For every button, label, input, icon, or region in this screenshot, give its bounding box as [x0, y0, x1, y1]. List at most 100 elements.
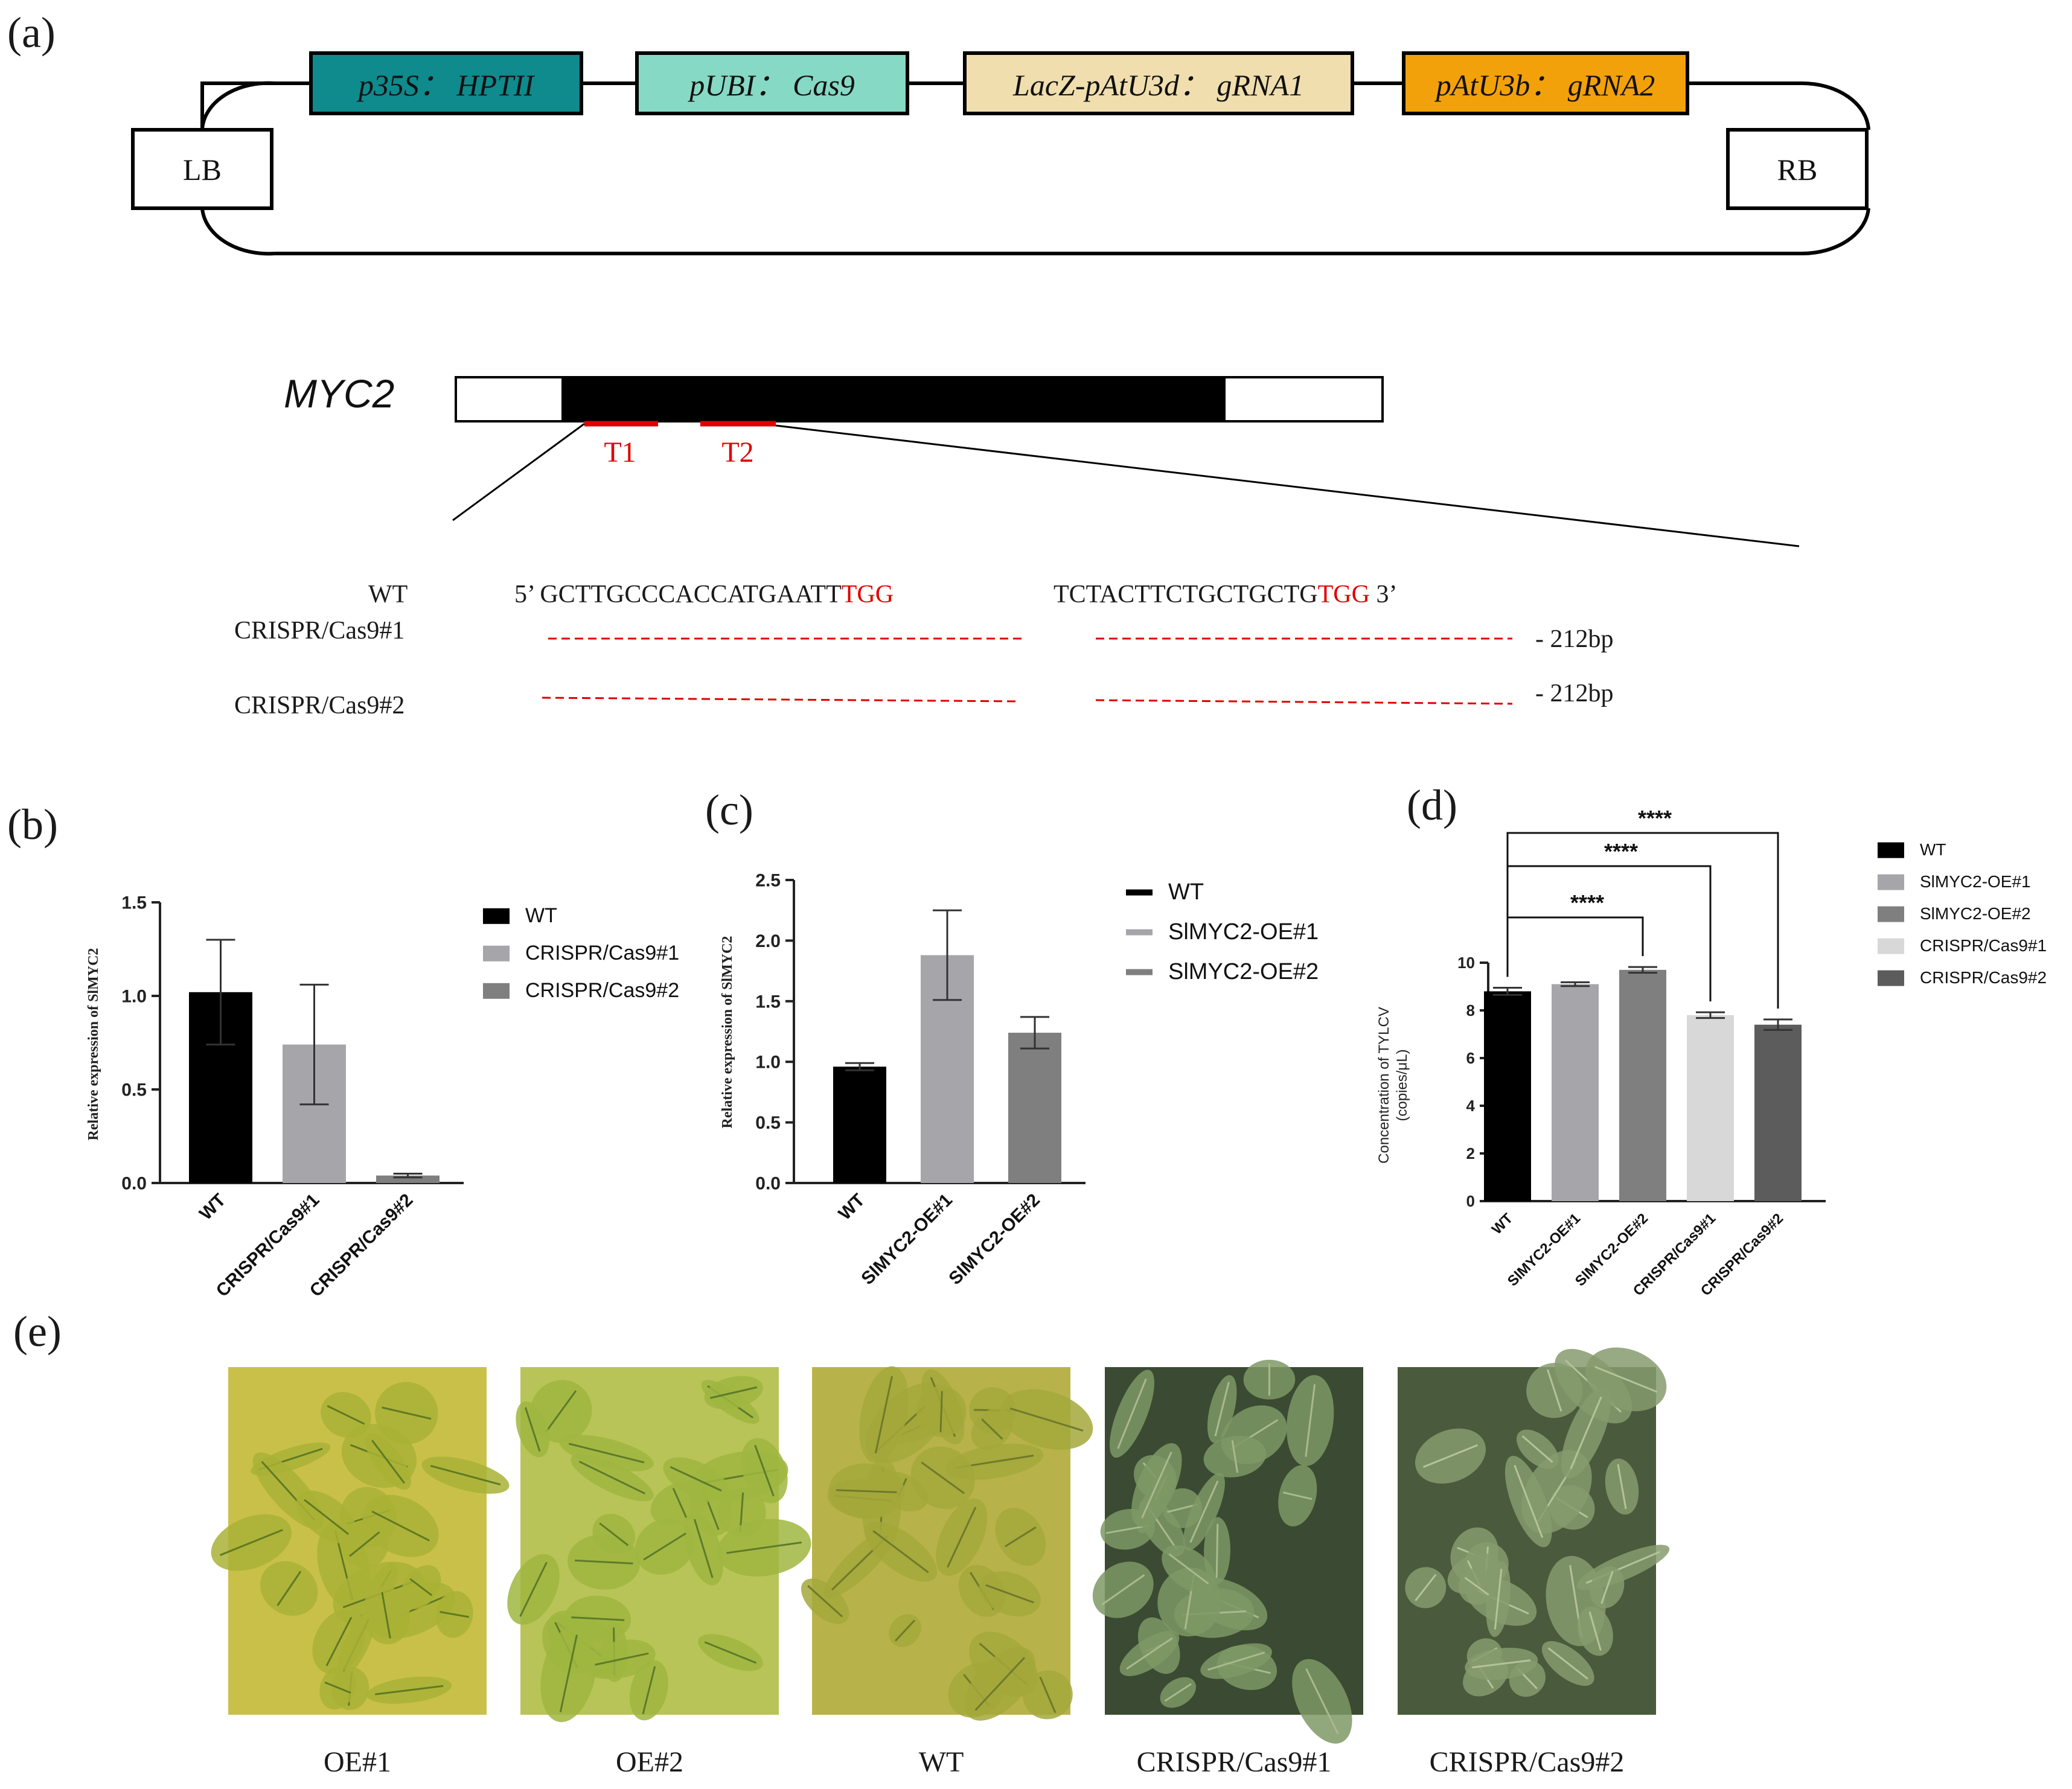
wt-seq2-pam: TGG: [1318, 581, 1370, 608]
cassette-label: p35S： HPTII: [357, 68, 536, 102]
leaf-vein: [409, 1578, 433, 1596]
legend-swatch: [1878, 842, 1904, 858]
cassette-label: pAtU3b： gRNA2: [1434, 68, 1655, 102]
leaf-vein: [670, 1465, 722, 1492]
legend-swatch: [1126, 889, 1153, 896]
legend-swatch: [1878, 906, 1904, 922]
y-tick-label: 2.0: [755, 931, 781, 951]
leaf-vein: [1514, 1465, 1544, 1539]
legend-label: CRISPR/Cas9#1: [1920, 936, 2047, 955]
leaf-vein: [1588, 1611, 1602, 1651]
wt-seq1-pam: TGG: [842, 581, 894, 608]
leaf-vein: [559, 1634, 578, 1712]
cassette-patu3b-gRNA2: [1402, 51, 1689, 115]
legend-label: SlMYC2-OE#2: [1168, 959, 1319, 984]
leaf-vein: [1039, 1676, 1057, 1714]
leaf-vein: [704, 1641, 757, 1664]
y-axis-label-line: (copies/μL): [1394, 1049, 1410, 1121]
leaf-vein: [1600, 1571, 1614, 1604]
seq-row-name-cas9-2: CRISPR/Cas9#2: [234, 692, 404, 719]
y-tick-label: 2.5: [755, 871, 781, 891]
leaf-vein: [1617, 1464, 1627, 1510]
legend-label: CRISPR/Cas9#1: [525, 942, 679, 965]
y-axis-label-line: Concentration of TYLCV: [1376, 1007, 1392, 1164]
legend-label: WT: [525, 904, 557, 927]
panel-label-c: (c): [705, 786, 753, 834]
leaf-vein: [1547, 1369, 1562, 1412]
significance-stars: ****: [1570, 890, 1604, 915]
x-tick-label: SlMYC2-OE#1: [857, 1190, 956, 1289]
photo-crispr-cas9-1: CRISPR/Cas9#1: [1092, 1359, 1363, 1778]
y-axis-label: Relative expression of SlMYC2: [720, 936, 735, 1129]
backbone-arc-right-top: [1687, 81, 1870, 130]
leaf-vein: [939, 1391, 943, 1432]
leaf-vein: [381, 1592, 391, 1639]
legend-swatch: [1126, 929, 1153, 936]
leaf-vein: [595, 1652, 649, 1666]
panel-label-b: (b): [7, 800, 58, 849]
gene-name: MYC2: [284, 371, 394, 416]
bar-slmyc2-oe-1: [1552, 984, 1599, 1201]
backbone-arc-right-bottom: [1802, 208, 1870, 256]
photo-wt: WT: [801, 1366, 1093, 1778]
x-tick-label: SlMYC2-OE#2: [945, 1190, 1044, 1289]
leaf-vein: [375, 1685, 444, 1695]
leaf-vein: [947, 1507, 977, 1568]
legend-label: CRISPR/Cas9#2: [525, 979, 679, 1002]
leaf-vein: [1207, 1651, 1265, 1671]
leaf-vein: [1521, 1435, 1553, 1463]
leaf-vein: [371, 1440, 406, 1484]
backbone-arc-left-top: [200, 81, 275, 130]
target-t1-label: T1: [604, 436, 636, 468]
leaf-vein: [672, 1487, 688, 1519]
rb-box: [1726, 128, 1869, 210]
lb-label: LB: [183, 153, 222, 187]
photo-caption: OE#1: [324, 1746, 391, 1778]
legend-swatch: [1878, 938, 1904, 954]
legend-label: WT: [1168, 879, 1204, 905]
y-tick-label: 1.5: [121, 893, 147, 913]
y-tick-label: 1.0: [755, 1053, 781, 1073]
x-tick-label: WT: [835, 1190, 869, 1224]
x-tick-label: WT: [196, 1190, 229, 1224]
leaf-vein: [985, 1584, 1034, 1604]
zoom-line-left: [452, 423, 585, 521]
legend-swatch: [483, 908, 510, 924]
photo-crispr-cas9-2: CRISPR/Cas9#2: [1398, 1347, 1670, 1778]
significance-bracket: [1506, 916, 1644, 977]
seq-row-name-wt: WT: [368, 581, 408, 608]
x-tick-label: WT: [1489, 1210, 1517, 1238]
photo-caption: WT: [919, 1746, 964, 1778]
panel-label-d: (d): [1407, 781, 1457, 829]
x-tick-label: CRISPR/Cas9#1: [213, 1190, 324, 1301]
leaf-vein: [1231, 1440, 1239, 1473]
leaf-vein: [921, 1461, 965, 1494]
leaf-vein: [571, 1616, 625, 1621]
leaf-vein: [568, 1443, 645, 1464]
leaf-vein: [1215, 1523, 1219, 1578]
significance-bracket: [1506, 832, 1779, 1009]
legend-label: CRISPR/Cas9#2: [1920, 968, 2047, 987]
legend-label: SlMYC2-OE#1: [1920, 872, 2031, 891]
leaf-vein: [754, 1444, 775, 1497]
leaf-vein: [219, 1529, 283, 1556]
photo-oe-2: OE#2: [507, 1367, 811, 1778]
cassette-p35s-hptii: [309, 51, 583, 115]
deletion-line: [1095, 699, 1513, 705]
y-tick-label: 0.5: [121, 1080, 147, 1100]
leaf-vein: [894, 1619, 916, 1642]
bar-crispr-cas9-1: [1687, 1015, 1734, 1201]
leaf-vein: [1494, 1569, 1503, 1630]
leaf-vein: [304, 1499, 350, 1535]
wt-seq2-suffix: 3’: [1370, 581, 1398, 608]
leaf-vein: [693, 1519, 714, 1578]
leaf-vein: [1570, 1396, 1602, 1470]
leaf-vein: [1472, 1659, 1531, 1669]
leaf-vein: [1305, 1668, 1339, 1735]
legend-swatch: [1878, 970, 1904, 986]
bar-slmyc2-oe-2: [1619, 969, 1666, 1201]
wt-sequence-1: 5’ GCTTGCCCACCATGAATTTGG: [514, 581, 894, 608]
